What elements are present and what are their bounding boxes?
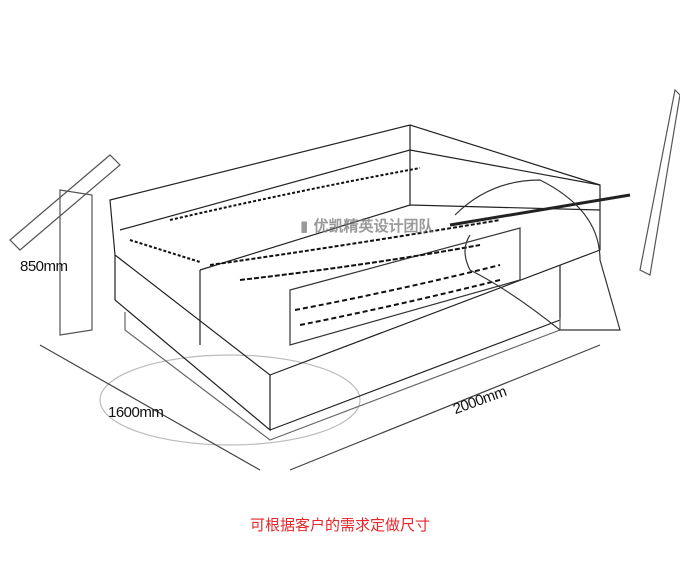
- case-plinth: [124, 312, 561, 441]
- depth-dimension-label: 1600mm: [108, 404, 164, 421]
- case-base-left: [114, 255, 271, 432]
- case-outline: [109, 124, 601, 376]
- watermark-logo: ▮ 优凯精英设计团队: [300, 217, 434, 235]
- product-rows: [129, 167, 501, 326]
- floor-ellipse: [99, 354, 361, 446]
- width-dimension-line: [289, 344, 601, 471]
- case-base-front: [269, 265, 561, 431]
- height-dimension-label: 850mm: [20, 258, 68, 275]
- hand-sketch: [454, 179, 621, 331]
- caption: 可根据客户的需求定做尺寸: [249, 516, 430, 534]
- depth-dimension-line: [39, 344, 261, 471]
- wall-sketch: [59, 189, 93, 336]
- pencil-icon: [449, 193, 631, 227]
- ruler-right-icon: [639, 88, 680, 276]
- glass-panels: [119, 125, 601, 345]
- front-glass: [289, 227, 521, 346]
- ruler-left-icon: [9, 154, 121, 251]
